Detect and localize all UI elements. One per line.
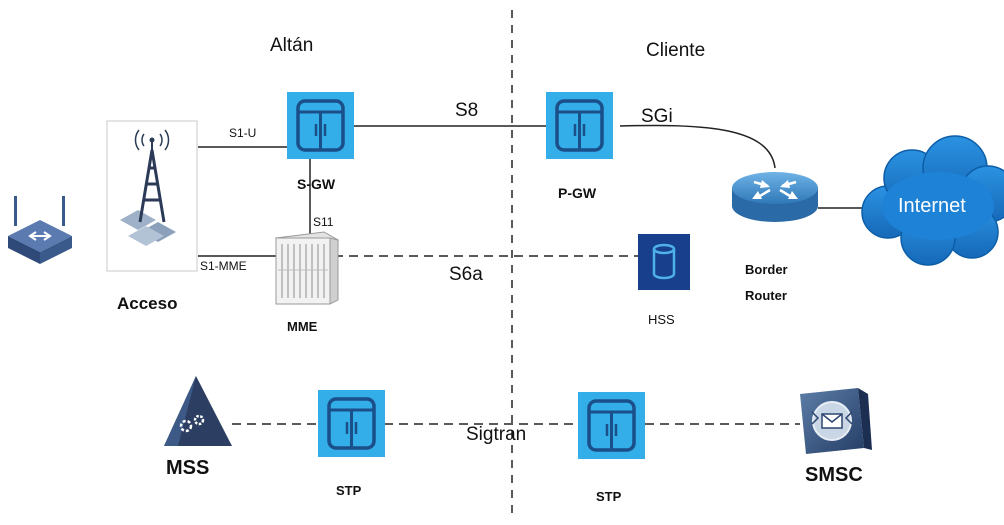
interface-label-s1u: S1-U	[229, 126, 257, 140]
mme-server-icon	[274, 231, 340, 305]
node-label-stp-left: STP	[336, 483, 362, 498]
stp-left-gateway-icon	[318, 390, 385, 457]
interface-label-s8: S8	[455, 100, 479, 121]
node-label-internet: Internet	[898, 195, 966, 217]
interface-label-s1mme: S1-MME	[200, 259, 247, 273]
interface-label-s11: S11	[313, 215, 334, 229]
node-label-border: Border	[745, 262, 788, 277]
node-label-router: Router	[745, 288, 787, 303]
interface-label-sigtran: Sigtran	[466, 424, 527, 445]
sgw-gateway-icon	[287, 92, 354, 159]
mss-icon	[164, 376, 232, 446]
node-label-smsc: SMSC	[805, 464, 863, 486]
wireless-modem-icon	[8, 196, 72, 264]
interface-label-s6a: S6a	[449, 264, 483, 285]
cloud-icon	[861, 135, 1004, 266]
stp-right-gateway-icon	[578, 392, 645, 459]
node-label-sgw: S-GW	[297, 176, 336, 192]
node-label-stp-right: STP	[596, 489, 622, 504]
interface-label-sgi: SGi	[641, 106, 673, 127]
smsc-icon	[800, 388, 872, 454]
domain-label-cliente: Cliente	[646, 40, 706, 61]
cell-tower-icon	[106, 120, 198, 272]
link-sgi	[619, 124, 776, 169]
router-icon	[732, 172, 818, 222]
node-label-acceso: Acceso	[117, 294, 178, 313]
node-label-pgw: P-GW	[558, 185, 597, 201]
node-label-hss: HSS	[648, 312, 675, 327]
node-label-mss: MSS	[166, 457, 210, 479]
domain-label-altan: Altán	[270, 35, 314, 56]
node-label-mme: MME	[287, 319, 318, 334]
pgw-gateway-icon	[546, 92, 613, 159]
hss-database-icon	[638, 234, 690, 290]
